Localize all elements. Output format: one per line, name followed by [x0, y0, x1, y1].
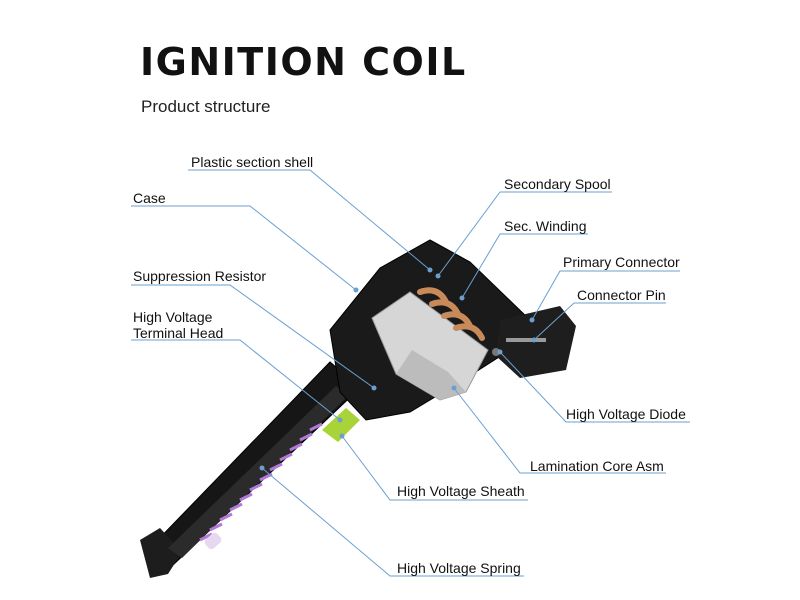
label-hv-terminal-head: High Voltage Terminal Head [133, 309, 224, 341]
leader-secondary-spool [437, 191, 612, 277]
label-secondary-spool: Secondary Spool [504, 176, 611, 192]
leader-sec-winding [461, 233, 588, 299]
leader-suppression-resistor [131, 284, 375, 389]
high-voltage-sheath [322, 408, 360, 442]
label-hv-spring: High Voltage Spring [397, 560, 521, 576]
barrel-bottom-flange [140, 528, 182, 578]
leader-plastic-section-shell [188, 169, 431, 271]
spring-end-cap [204, 532, 222, 550]
leader-primary-connector [531, 270, 680, 321]
leader-hv-diode [499, 351, 690, 423]
lamination-core-face [396, 350, 466, 400]
leader-lamination-core [453, 387, 666, 474]
leader-hv-sheath [341, 435, 528, 501]
barrel-bore [168, 386, 348, 558]
leader-hv-terminal-head [131, 339, 341, 421]
high-voltage-spring [199, 422, 323, 542]
label-primary-connector: Primary Connector [563, 254, 680, 270]
label-hv-diode: High Voltage Diode [566, 406, 686, 422]
secondary-winding [417, 287, 485, 341]
label-lamination-core: Lamination Core Asm [530, 458, 664, 474]
diagram-title: IGNITION COIL [140, 40, 467, 84]
label-case: Case [133, 190, 166, 206]
diagram-subtitle: Product structure [141, 97, 271, 116]
label-sec-winding: Sec. Winding [504, 218, 587, 234]
leader-connector-pin [533, 302, 666, 341]
label-plastic-section-shell: Plastic section shell [191, 154, 314, 170]
ignition-coil-illustration [140, 239, 576, 578]
leader-case [131, 205, 357, 291]
leader-hv-spring [261, 467, 524, 577]
connector-pin [506, 338, 546, 342]
leader-lines [131, 169, 690, 577]
hv-diode [492, 348, 500, 356]
label-suppression-resistor: Suppression Resistor [133, 268, 267, 284]
label-connector-pin: Connector Pin [577, 287, 666, 303]
label-hv-sheath: High Voltage Sheath [397, 483, 525, 499]
leader-endpoints [259, 267, 537, 471]
